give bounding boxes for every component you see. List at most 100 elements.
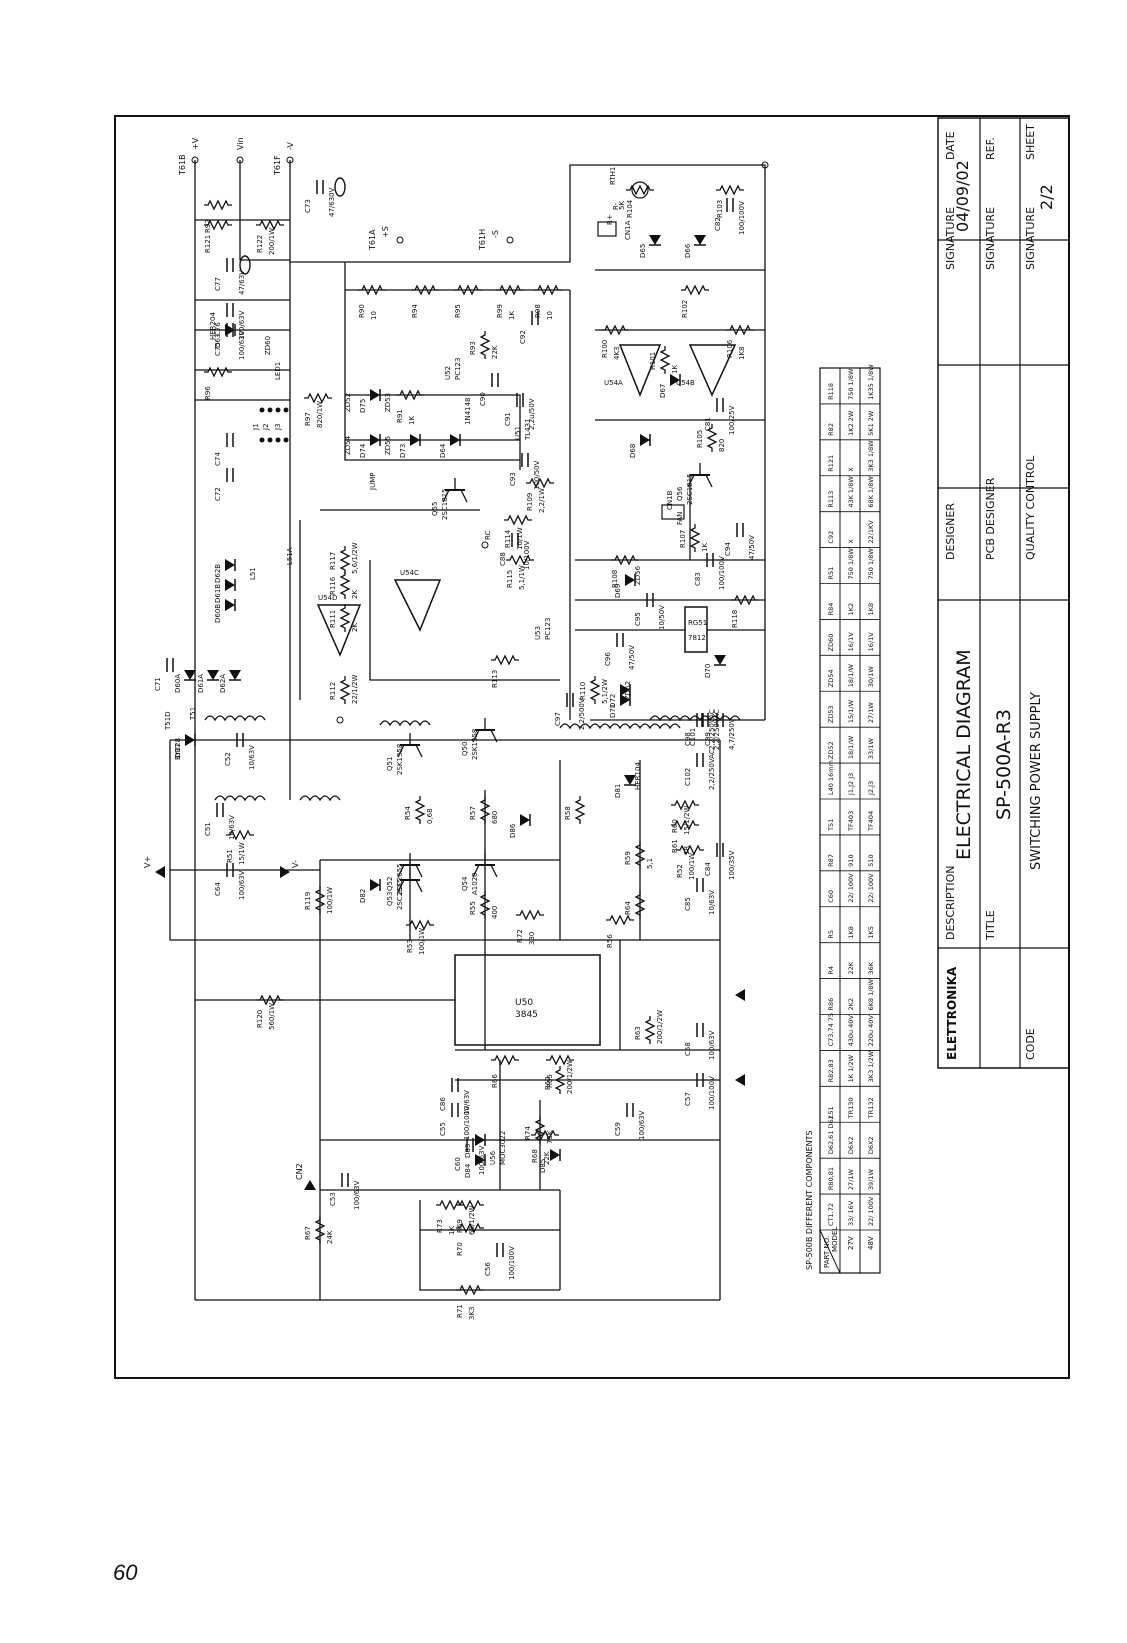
- resistor-ref: R64: [624, 901, 632, 915]
- table-part-number: R82,83: [827, 1059, 835, 1082]
- capacitor-ref: C91: [504, 412, 512, 426]
- resistor: R58: [564, 796, 586, 824]
- table-cell-48v: TF404: [867, 811, 875, 832]
- table-part-number: R87: [827, 854, 835, 867]
- resistor-ref: R108: [611, 570, 619, 588]
- resistor-ref: R53: [406, 939, 414, 953]
- capacitor-value: 10/63V: [708, 890, 716, 915]
- resistor-ref: R104: [626, 199, 634, 218]
- resistor-ref: R110: [579, 682, 587, 700]
- resistor-ref: R57: [469, 806, 477, 820]
- table-part-number: L40 16mm: [827, 760, 835, 795]
- title-value: SP-500A-R3: [993, 709, 1015, 820]
- capacitor: C98 2,2/250VAC: [684, 709, 716, 750]
- opamp-u54c: [393, 579, 442, 632]
- diode: D75: [359, 389, 381, 413]
- capacitor: C90: [479, 373, 499, 406]
- terminal-t61b: T61B: [178, 154, 187, 176]
- ic-ref: U56: [489, 1150, 497, 1165]
- resistor-ref: R117: [329, 552, 337, 570]
- diode-type-label: ZD56: [634, 565, 642, 585]
- resistor-ref: R72: [516, 929, 524, 943]
- diode: D63: [214, 324, 236, 348]
- resistor-ref: R118: [731, 610, 739, 628]
- diode-ref: D61A: [197, 674, 205, 693]
- capacitor-value: 47/63V: [238, 270, 246, 295]
- misc-label: J2: [262, 423, 270, 431]
- table-part-number: ZD54: [827, 670, 835, 688]
- diode: D86: [509, 814, 531, 838]
- regulator-rg51-type: 7812: [688, 634, 706, 642]
- misc-label: CN1A: [624, 220, 632, 240]
- resistor-ref: R92: [204, 219, 212, 233]
- resistor-ref: R107: [679, 530, 687, 548]
- resistor-value: 680: [491, 811, 499, 824]
- capacitor-ref: C98: [684, 732, 692, 746]
- table-corner-bottom: MODEL: [831, 1227, 839, 1252]
- table-part-number: ZD52: [827, 741, 835, 759]
- table-model-27v: 27V: [847, 1236, 855, 1250]
- opamp-u54a-label: U54A: [604, 379, 623, 387]
- capacitor-value: 10/63V: [248, 745, 256, 770]
- table-cell-27v: 1K2: [847, 603, 855, 616]
- table-part-number: C73,74 75: [827, 1013, 835, 1046]
- capacitor-value: 2,2/250VAC: [708, 709, 716, 750]
- resistor-value: 820/1W: [316, 401, 324, 428]
- resistor-ref: R90: [358, 304, 366, 318]
- diode: D62A: [219, 670, 241, 693]
- opamp-u54b: [688, 344, 737, 397]
- diode-type-label: ZD62: [624, 681, 632, 700]
- capacitor-ref: C51: [204, 822, 212, 836]
- resistor-ref: R58: [564, 806, 572, 820]
- signature-label-2: SIGNATURE: [984, 207, 997, 270]
- resistor: R96: [204, 366, 232, 400]
- capacitor-ref: C58: [684, 1042, 692, 1056]
- misc-label: J1: [252, 423, 260, 431]
- diode: D81: [614, 775, 636, 798]
- capacitor-value: 100/63V: [238, 310, 246, 340]
- diode-ref: D61B: [214, 584, 222, 603]
- table-cell-27v: X: [847, 539, 855, 544]
- capacitor-ref: C59: [614, 1122, 622, 1136]
- regulator-rg51: [684, 606, 708, 653]
- resistor-value: 5,1: [646, 858, 654, 869]
- diode: D74: [359, 434, 381, 458]
- table-part-number: R5: [827, 930, 835, 939]
- diode: D60A: [174, 670, 196, 693]
- terminal-minus-v: -V: [286, 142, 295, 150]
- diode: D84: [464, 1154, 486, 1178]
- table-cell-48v: 510: [867, 854, 875, 866]
- diode-type-label: ZD60: [264, 336, 272, 355]
- description-value: ELECTRICAL DIAGRAM: [953, 649, 975, 860]
- ref-label: REF.: [984, 137, 997, 160]
- misc-label: RTH1: [609, 167, 617, 185]
- diode-ref: D68: [629, 444, 637, 458]
- table-cell-48v: D6X2: [867, 1136, 875, 1154]
- table-cell-48v: 36K: [867, 961, 875, 974]
- transistor-ref: Q55: [431, 502, 439, 516]
- diode-ref: D62B: [214, 564, 222, 583]
- misc-label: CN1B: [666, 490, 674, 510]
- resistor-ref: R60: [671, 819, 679, 833]
- resistor-ref: R100: [601, 340, 609, 358]
- resistor: R118: [731, 594, 759, 628]
- title-label: TITLE: [984, 910, 997, 941]
- opamp-u54c-label: U54C: [400, 569, 419, 577]
- opamp-u54d: [316, 604, 362, 657]
